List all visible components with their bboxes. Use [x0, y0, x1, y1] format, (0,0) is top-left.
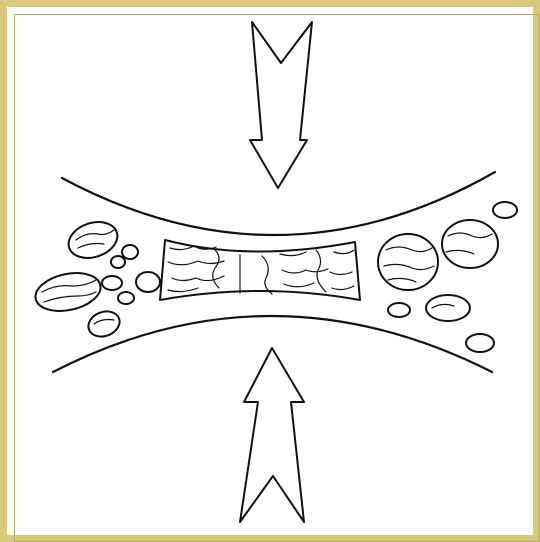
upward-arrow — [240, 348, 304, 522]
downward-arrow — [250, 22, 312, 188]
right-particles — [378, 202, 517, 352]
left-particles — [32, 216, 160, 341]
central-compressed-zone — [160, 240, 360, 300]
